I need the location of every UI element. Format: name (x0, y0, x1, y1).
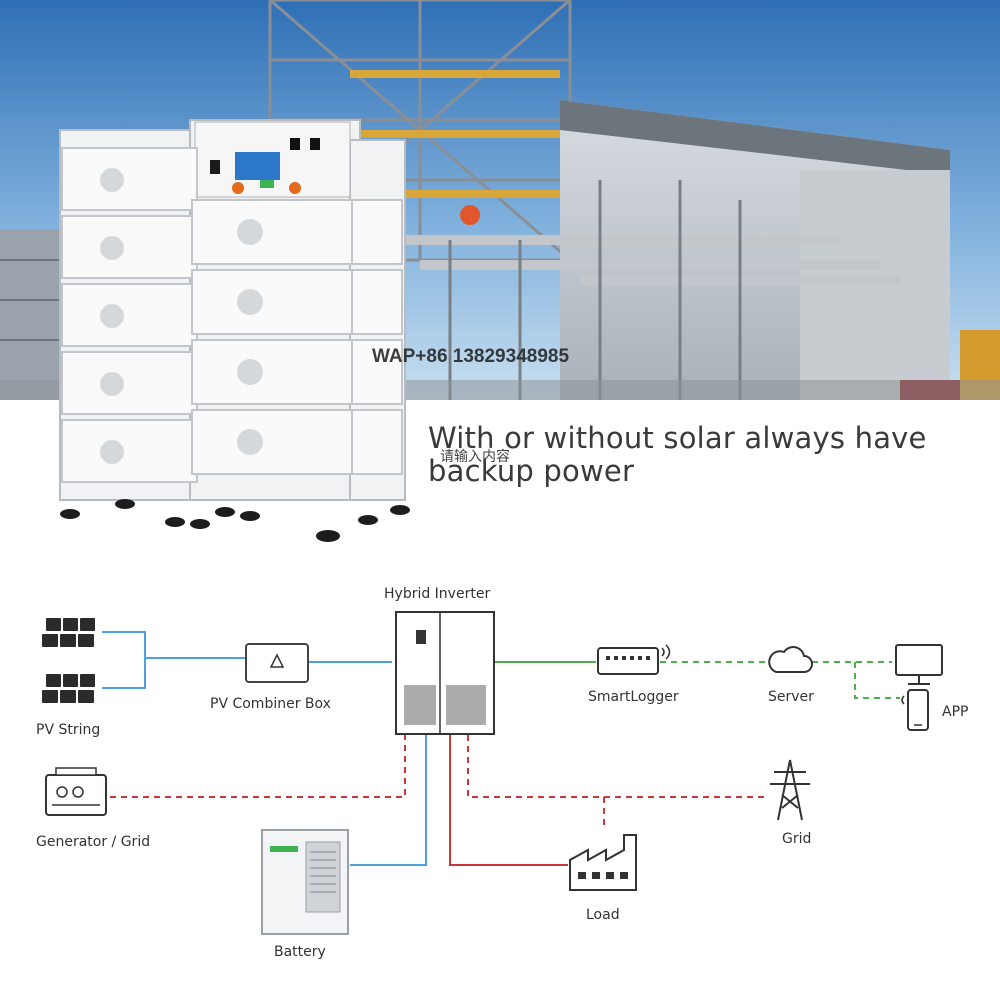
hybrid-inverter-label: Hybrid Inverter (384, 586, 491, 602)
inverter-to-grid-line (467, 735, 765, 798)
pv-string-1-line (102, 631, 245, 659)
generator-to-inverter-line (110, 735, 406, 798)
ac-lines (110, 735, 765, 866)
watermark-placeholder: 请输入内容 (440, 449, 510, 465)
smartlogger-label: SmartLogger (588, 689, 679, 705)
battery-cabinet-icon (261, 829, 349, 935)
cloud-icon (768, 646, 813, 673)
inverter-to-load-line (449, 735, 568, 866)
factory-icon (569, 834, 637, 891)
headline-line-2: backup power (428, 454, 635, 488)
battery-rack-image (50, 100, 420, 550)
transmission-tower-icon (770, 759, 810, 821)
headline-line-1: With or without solar always have (428, 421, 927, 455)
server-to-app-line (854, 662, 900, 699)
dc-lines (102, 631, 427, 866)
industrial-plant-image (0, 0, 1000, 400)
monitor-icon (895, 644, 943, 685)
app-label: APP (942, 704, 969, 720)
pv-combiner-label: PV Combiner Box (210, 696, 331, 712)
battery-to-inverter-line (350, 735, 427, 866)
generator-grid-label: Generator / Grid (36, 834, 151, 850)
solar-panel-icon (42, 618, 95, 647)
grid-label: Grid (782, 831, 812, 847)
comm-lines (492, 661, 900, 699)
system-diagram (42, 611, 943, 935)
server-label: Server (768, 689, 814, 705)
solar-panel-icon (42, 674, 95, 703)
headline: With or without solar always have backup… (428, 422, 988, 488)
smartlogger-icon (597, 644, 671, 675)
watermark-phone: WAP+86 13829348985 (372, 346, 570, 367)
pv-string-label: PV String (36, 722, 101, 738)
phone-icon (901, 689, 929, 731)
battery-label: Battery (274, 944, 326, 960)
combiner-box-icon (245, 643, 309, 683)
hybrid-inverter-icon (395, 611, 495, 735)
hero-photo (0, 0, 1000, 400)
generator-icon (45, 767, 107, 816)
pv-string-2-line (102, 658, 146, 689)
load-label: Load (586, 907, 620, 923)
